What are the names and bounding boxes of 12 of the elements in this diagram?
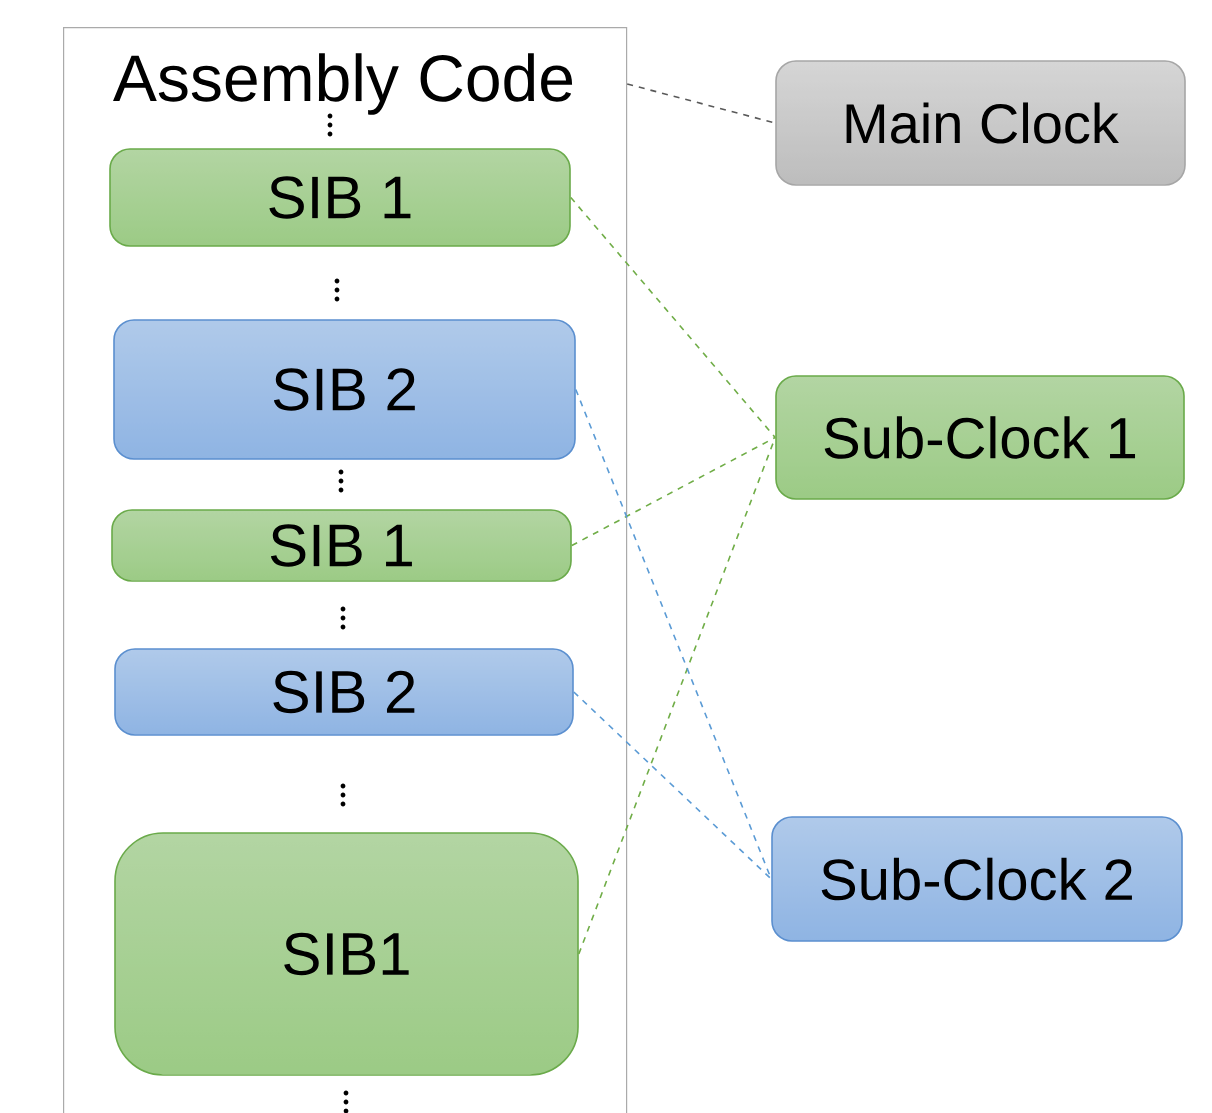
sib-box: SIB1 <box>114 832 579 1076</box>
clock-box: Sub-Clock 1 <box>775 375 1185 500</box>
dashed-connector <box>578 436 776 955</box>
clock-box: Main Clock <box>775 60 1186 186</box>
dashed-connector <box>573 691 772 880</box>
sib-box: SIB 2 <box>113 319 576 460</box>
dashed-connector <box>571 436 776 547</box>
sib-box: SIB 1 <box>111 509 572 582</box>
clock-box: Sub-Clock 2 <box>771 816 1183 942</box>
dashed-connector <box>570 196 776 439</box>
sib-box: SIB 1 <box>109 148 571 247</box>
sib-box: SIB 2 <box>114 648 574 736</box>
